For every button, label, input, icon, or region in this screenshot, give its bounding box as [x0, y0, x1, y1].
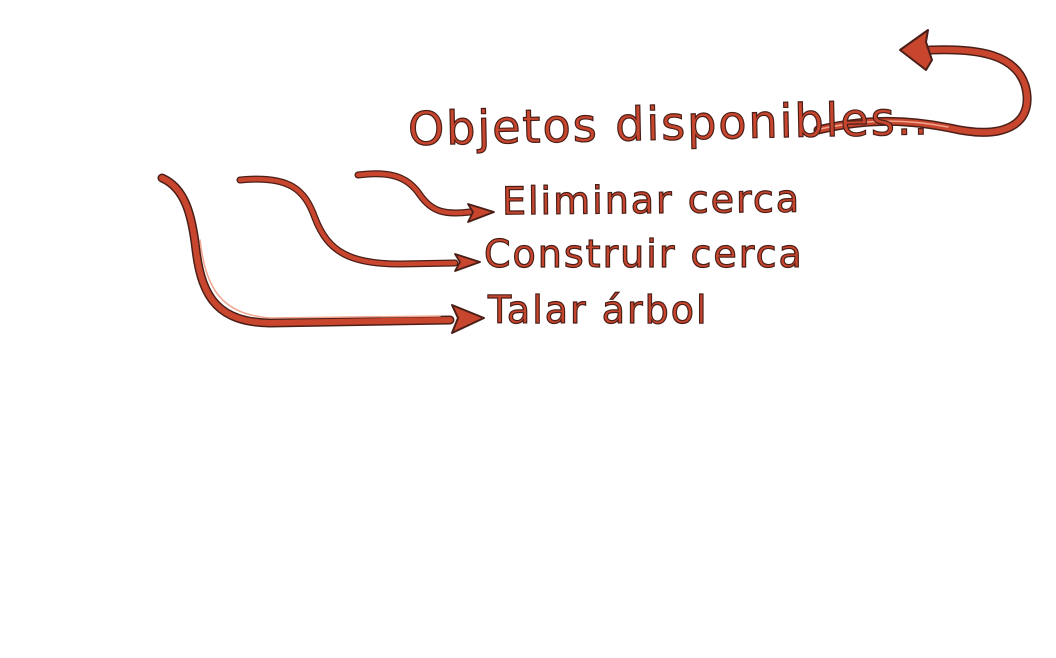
back-arrow-icon[interactable]: [813, 29, 1032, 137]
option-build-fence[interactable]: Construir cerca: [483, 231, 804, 276]
menu-heading: Objetos disponibles..: [407, 90, 931, 156]
option-cut-tree[interactable]: Talar árbol: [487, 287, 709, 332]
pointer-arrow-icon: [236, 175, 481, 272]
pointer-arrow-icon: [354, 170, 495, 223]
pointer-arrow-icon: [157, 173, 485, 334]
option-remove-fence[interactable]: Eliminar cerca: [501, 176, 802, 224]
